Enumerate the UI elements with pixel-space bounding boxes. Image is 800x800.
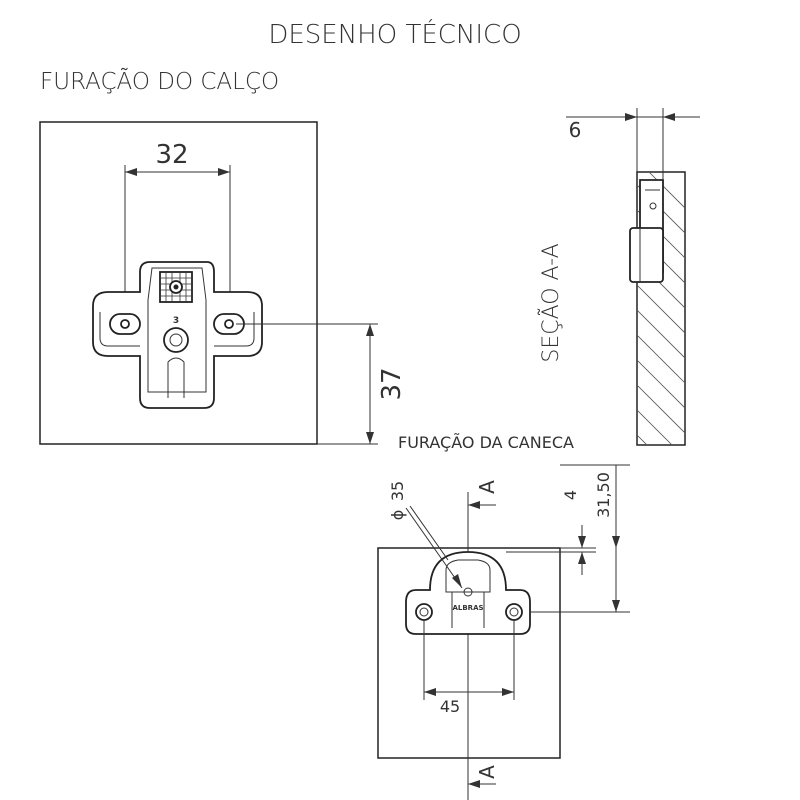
cup-dimension-45 xyxy=(423,620,515,700)
cup-dimension-diameter-label: 35 xyxy=(388,481,407,501)
section-dimension-6-label: 6 xyxy=(569,118,582,142)
section-marker-bottom: A xyxy=(475,765,499,779)
section-marker-top: A xyxy=(475,480,499,494)
cup-diameter-symbol: ϕ xyxy=(388,510,407,521)
drawing-title: DESENHO TÉCNICO xyxy=(268,18,521,50)
cup-dimension-31-50 xyxy=(530,464,630,613)
cup-dimension-4 xyxy=(506,525,596,575)
spacer-dimension-32-label: 32 xyxy=(155,140,188,170)
cup-hinge-part xyxy=(405,551,531,635)
cup-view-label: FURAÇÃO DA CANECA xyxy=(398,433,574,452)
spacer-plate xyxy=(92,261,263,409)
spacer-dimension-37 xyxy=(236,323,378,445)
cup-brand-marking: ALBRAS xyxy=(452,604,483,612)
cup-dimension-diameter xyxy=(405,505,463,589)
cup-dimension-31-50-label: 31,50 xyxy=(594,472,613,518)
spacer-panel xyxy=(39,121,318,445)
spacer-dimension-37-label: 37 xyxy=(377,367,407,400)
spacer-part-marking: 3 xyxy=(173,316,179,326)
cup-dimension-4-label: 4 xyxy=(561,490,580,500)
spacer-view-label: FURAÇÃO DO CALÇO xyxy=(40,68,279,95)
section-hinge-profile xyxy=(629,179,664,283)
section-dimension-6 xyxy=(566,108,700,180)
cup-dimension-45-label: 45 xyxy=(440,697,460,716)
cup-panel xyxy=(377,547,561,759)
section-cut-line xyxy=(467,492,496,800)
section-view-label: SEÇÃO A-A xyxy=(538,243,564,362)
